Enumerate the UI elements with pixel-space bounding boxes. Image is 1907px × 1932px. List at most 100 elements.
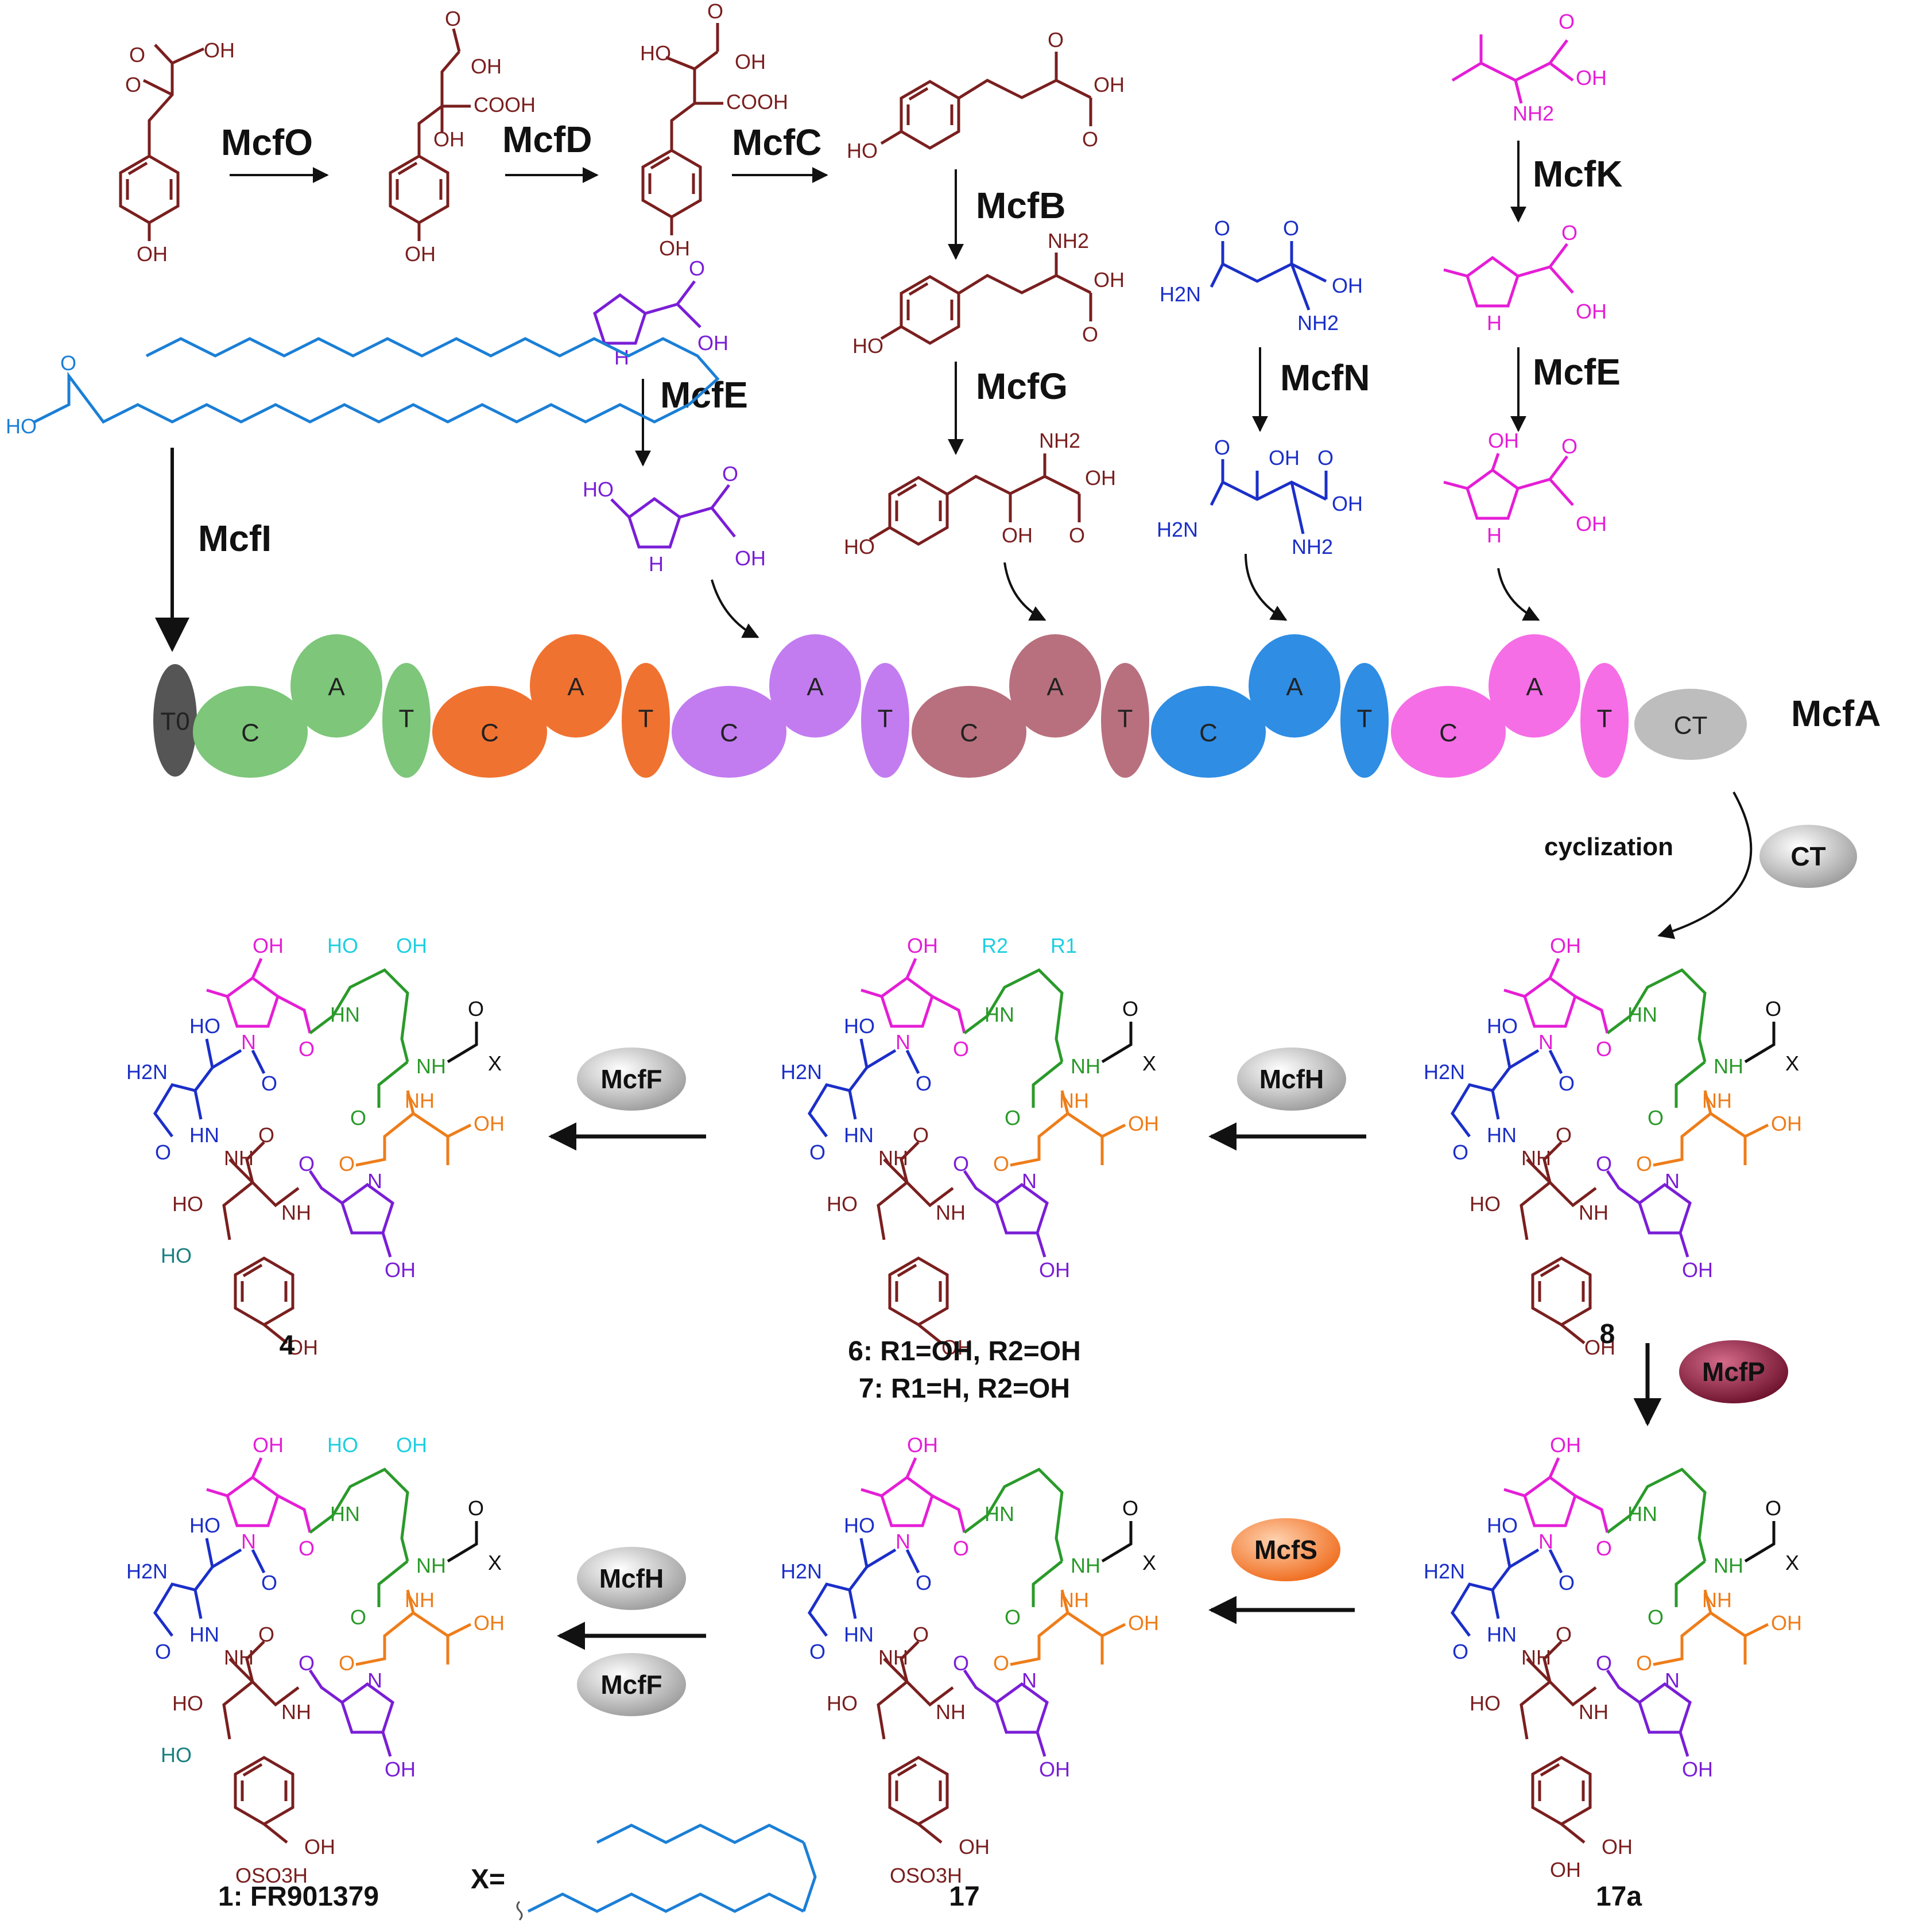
atom-label: O <box>953 1152 969 1176</box>
atom-label: O <box>445 7 461 30</box>
tyrosine-pathway: O OH O OH McfO O OH COOH OH OH McfD <box>121 0 1125 558</box>
atom-label: O <box>1559 10 1575 33</box>
atom-label: O <box>1317 446 1334 470</box>
atom-label: NH <box>416 1054 446 1078</box>
atom-label: NH <box>936 1700 966 1724</box>
atom-label: O <box>1452 1640 1468 1663</box>
atom-label: HO <box>327 1433 358 1457</box>
atom-label: O <box>261 1072 277 1095</box>
atom-label: OH <box>1128 1112 1159 1135</box>
condensation-domain <box>1391 686 1506 778</box>
atom-label: HN <box>984 1502 1014 1526</box>
atom-label: O <box>1005 1605 1021 1629</box>
enzyme-label-mcfD: McfD <box>502 119 592 160</box>
atom-label: X <box>1142 1551 1156 1574</box>
atom-label: O <box>1005 1106 1021 1130</box>
atom-label: O <box>1452 1140 1468 1164</box>
atom-label: O <box>1559 1072 1575 1095</box>
atom-label: O <box>299 1537 315 1560</box>
thiolation-domain <box>1340 663 1389 778</box>
atom-label: N <box>241 1030 256 1054</box>
atom-label: NH <box>1579 1201 1608 1224</box>
mcfF-badge-bottom <box>577 1653 686 1716</box>
atom-label: O <box>913 1623 929 1646</box>
atom-label: H <box>649 552 664 576</box>
fatty-acid: O HO McfI <box>6 337 720 652</box>
adenylation-domain-label: A <box>328 673 345 701</box>
atom-label: H <box>1487 523 1502 547</box>
nrps-module-3: CAT <box>672 634 909 778</box>
atom-label: O <box>916 1072 932 1095</box>
atom-label: O <box>261 1571 277 1595</box>
atom-label: OH <box>287 1336 318 1359</box>
atom-label: NH <box>1059 1588 1089 1612</box>
atom-label: OH <box>1085 466 1116 490</box>
atom-label: O <box>1122 1496 1138 1520</box>
ct-domain-label: CT <box>1674 712 1708 740</box>
atom-label: HN <box>1627 1003 1657 1026</box>
atom-label: O <box>468 1496 484 1520</box>
atom-label: OH <box>474 1112 505 1135</box>
atom-label: HN <box>844 1623 874 1646</box>
atom-label: HO <box>844 1014 875 1038</box>
structure-dihydroxy-homotyrosine <box>869 453 1081 544</box>
atom-label: O <box>299 1152 315 1176</box>
atom-label: NH <box>1059 1089 1089 1112</box>
atom-label: H2N <box>1424 1559 1465 1583</box>
atom-label: HO <box>6 414 37 438</box>
atom-label: O <box>1596 1152 1612 1176</box>
proline-pathway: O OH H McfE HO O OH H <box>583 257 1046 638</box>
atom-label: NH2 <box>1039 429 1080 452</box>
compound-label-4: 4 <box>280 1330 295 1361</box>
compound-labels: 4 6: R1=OH, R2=OH 7: R1=H, R2=OH 8 1: FR… <box>218 1319 1642 1912</box>
thiolation-domain <box>622 663 670 778</box>
thiolation-domain <box>861 663 909 778</box>
structure-homotyrosine <box>880 253 1092 343</box>
atom-label: OH <box>907 934 938 957</box>
atom-label: OH <box>1771 1112 1802 1135</box>
adenylation-domain-label: A <box>1526 673 1543 701</box>
arrow <box>1497 568 1540 621</box>
atom-label: X <box>1785 1052 1799 1075</box>
t0-domain-label: T0 <box>160 708 189 736</box>
atom-label: OH <box>1602 1835 1633 1859</box>
compound-label-17: 17 <box>949 1881 979 1912</box>
atom-label: X <box>488 1052 502 1075</box>
atom-label: NH <box>1579 1700 1608 1724</box>
mcfH-badge <box>1237 1048 1346 1111</box>
atom-label: HO <box>189 1514 220 1537</box>
atom-label: O <box>1559 1571 1575 1595</box>
atom-label: H <box>1487 311 1502 335</box>
atom-label: OH <box>1682 1758 1713 1781</box>
atom-label: O <box>1561 434 1577 458</box>
atom-label: NH <box>405 1089 435 1112</box>
atom-label: O <box>60 351 76 375</box>
atom-label: OH <box>1094 73 1125 96</box>
atom-label: NH <box>416 1554 446 1577</box>
condensation-domain-label: C <box>720 719 738 747</box>
atom-label: OH <box>1002 523 1033 547</box>
arrow <box>711 579 759 638</box>
atom-label: O <box>993 1651 1009 1675</box>
condensation-domain <box>672 686 786 778</box>
atom-label: O <box>155 1640 171 1663</box>
condensation-domain <box>193 686 308 778</box>
atom-label: O <box>339 1152 355 1176</box>
atom-label: HN <box>844 1123 874 1147</box>
condensation-domain <box>432 686 547 778</box>
nrps-module-5: CAT <box>1151 634 1389 778</box>
adenylation-domain <box>290 634 382 738</box>
condensation-domain <box>912 686 1026 778</box>
atom-label: H2N <box>126 1559 168 1583</box>
atom-label: HN <box>984 1003 1014 1026</box>
atom-label: O <box>1561 221 1577 245</box>
mcfP-label: McfP <box>1702 1357 1765 1387</box>
atom-label: HO <box>189 1014 220 1038</box>
structure-hydroxybenzylmalate <box>390 28 471 241</box>
atom-label: HO <box>1470 1192 1501 1216</box>
enzyme-label-mcfC: McfC <box>732 122 821 163</box>
nrps-module-1: CAT <box>193 634 431 778</box>
atom-label: O <box>953 1537 969 1560</box>
atom-label: OH <box>1576 300 1607 323</box>
